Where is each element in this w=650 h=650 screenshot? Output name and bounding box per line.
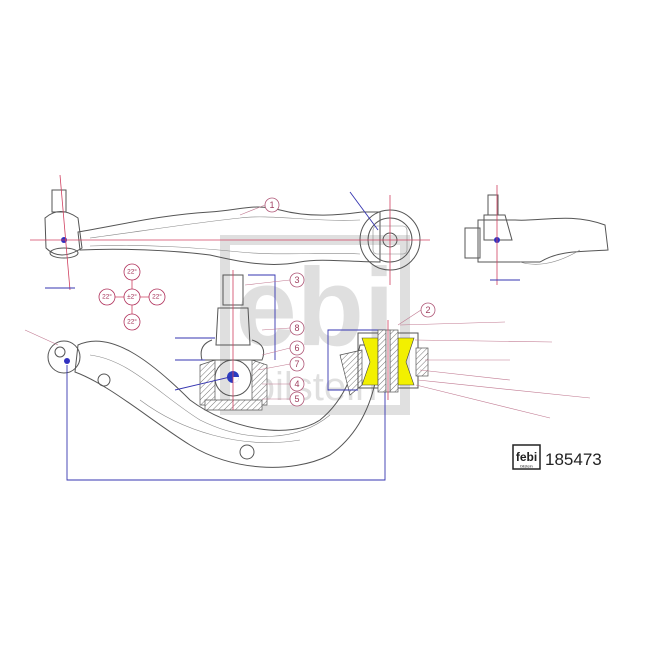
angle-center: ±2° — [123, 288, 141, 306]
svg-text:6: 6 — [294, 343, 299, 353]
svg-text:1: 1 — [269, 200, 274, 210]
callout-1: 1 — [264, 197, 280, 213]
svg-text:±2°: ±2° — [127, 293, 137, 301]
svg-text:7: 7 — [294, 359, 299, 369]
callout-2: 2 — [420, 302, 436, 318]
bushing-leader-lines — [399, 321, 591, 419]
angle-top: 22° — [123, 263, 141, 281]
svg-text:22°: 22° — [152, 293, 162, 301]
svg-text:5: 5 — [294, 394, 299, 404]
svg-text:4: 4 — [294, 379, 299, 389]
callout-leaders — [24, 204, 422, 400]
svg-text:bilstein: bilstein — [520, 464, 532, 469]
ball-joint-section — [174, 270, 276, 411]
febi-logo: febi bilstein — [512, 444, 541, 470]
angle-left: 22° — [98, 288, 116, 306]
callout-8: 8 — [289, 320, 305, 336]
upper-arm-side-view — [464, 185, 609, 285]
svg-text:22°: 22° — [102, 293, 112, 301]
upper-arm-top-view — [30, 174, 430, 291]
svg-text:22°: 22° — [127, 318, 137, 326]
callout-3: 3 — [289, 272, 305, 288]
svg-text:22°: 22° — [127, 268, 137, 276]
svg-text:febi: febi — [516, 450, 537, 464]
callout-7: 7 — [289, 356, 305, 372]
svg-text:8: 8 — [294, 323, 299, 333]
part-number: 185473 — [545, 450, 602, 469]
svg-text:3: 3 — [294, 275, 299, 285]
angle-bottom: 22° — [123, 313, 141, 331]
callout-5: 5 — [289, 391, 305, 407]
svg-text:2: 2 — [425, 305, 430, 315]
angle-indicator: 22° 22° ±2° 22° 22° — [98, 263, 166, 331]
angle-right: 22° — [148, 288, 166, 306]
callout-4: 4 — [289, 376, 305, 392]
callout-6: 6 — [289, 340, 305, 356]
bushing-section — [327, 320, 591, 419]
